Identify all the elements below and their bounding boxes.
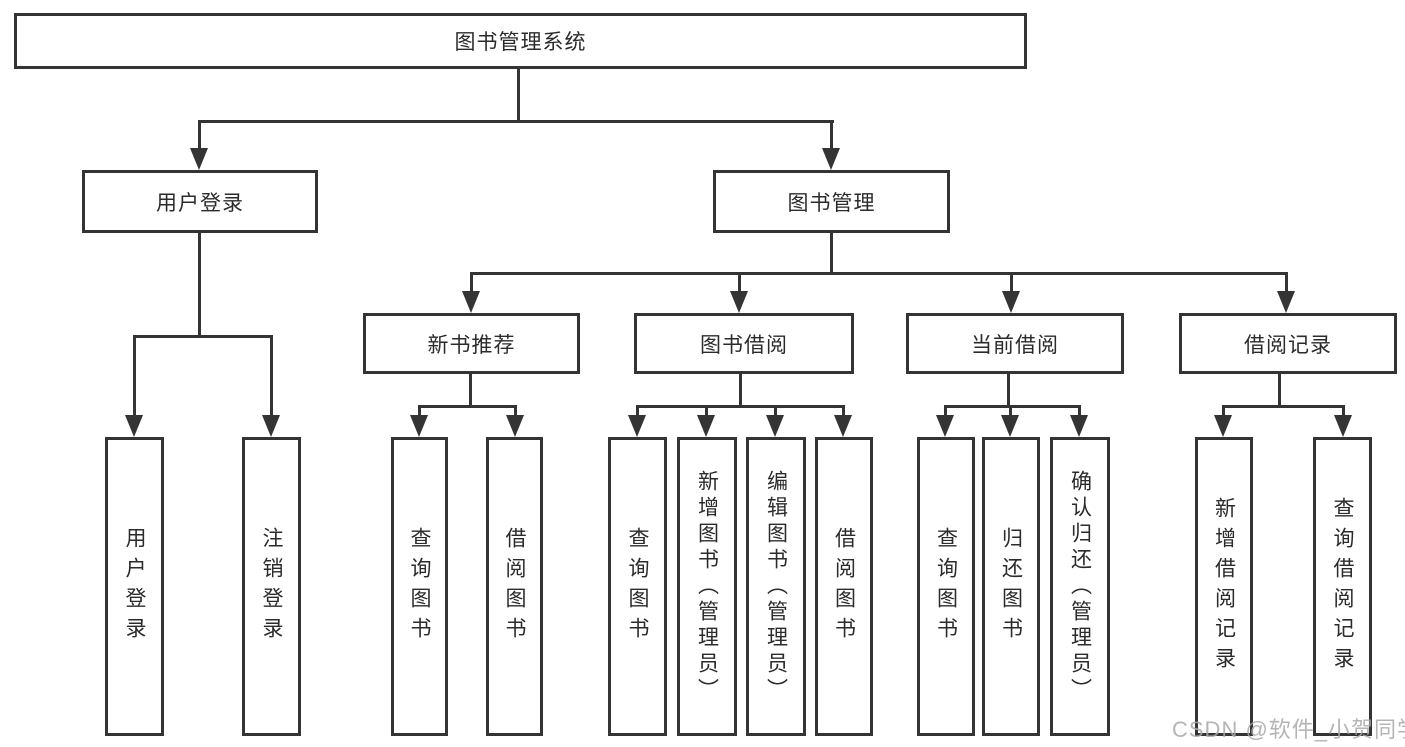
connector-new-books-vertical <box>469 374 472 407</box>
node-book-management: 图书管理 <box>713 170 950 233</box>
arrowhead-leaf-b1 <box>410 415 428 437</box>
connector-root-vertical <box>517 68 520 122</box>
node-current-borrow: 当前借阅 <box>906 313 1124 374</box>
node-borrow-records: 借阅记录 <box>1179 313 1397 374</box>
arrowhead-leaf-e2 <box>1334 415 1352 437</box>
connector-book-mgmt-vertical <box>830 233 833 274</box>
arrowhead-leaf-logout <box>262 415 280 437</box>
arrowhead-book-borrow <box>730 291 748 313</box>
arrowhead-leaf-d3 <box>1070 415 1088 437</box>
connector-leaf-c4-stem <box>842 405 845 419</box>
arrowhead-leaf-e1 <box>1214 415 1232 437</box>
leaf-add-book-admin-label: 新增图书（管理员） <box>695 469 719 704</box>
connector-leaf-d3-stem <box>1078 405 1081 419</box>
leaf-query-books-recommend: 查询图书 <box>391 437 448 736</box>
leaf-logout: 注销登录 <box>242 437 301 736</box>
connector-level3-horizontal <box>470 272 1288 275</box>
watermark: CSDN @软件_小贺同学 <box>1172 717 1405 742</box>
leaf-add-book-admin: 新增图书（管理员） <box>677 437 737 736</box>
leaf-return-book: 归还图书 <box>982 437 1040 736</box>
connector-new-books-split <box>418 405 517 408</box>
arrowhead-new-books <box>462 291 480 313</box>
arrowhead-borrow-records <box>1277 291 1295 313</box>
connector-leaf-c2-stem <box>705 405 708 419</box>
connector-leaf-logout-stem <box>270 335 273 419</box>
leaf-confirm-return-admin-label: 确认归还（管理员） <box>1068 469 1092 704</box>
connector-user-login-split <box>133 335 273 338</box>
connector-current-borrow-vertical <box>1007 374 1010 407</box>
arrowhead-leaf-login <box>125 415 143 437</box>
arrowhead-leaf-c3 <box>766 415 784 437</box>
node-new-book-recommend: 新书推荐 <box>363 313 580 374</box>
node-borrow-records-label: 借阅记录 <box>1244 333 1332 357</box>
arrowhead-leaf-b2 <box>506 415 524 437</box>
leaf-confirm-return-admin: 确认归还（管理员） <box>1050 437 1110 736</box>
leaf-borrow-book: 借阅图书 <box>815 437 873 736</box>
connector-book-borrow-split <box>636 405 845 408</box>
leaf-borrow-books-recommend: 借阅图书 <box>486 437 543 736</box>
arrowhead-leaf-c2 <box>697 415 715 437</box>
leaf-user-login-label: 用户登录 <box>123 526 146 647</box>
leaf-edit-book-admin: 编辑图书（管理员） <box>746 437 806 736</box>
connector-leaf-b1-stem <box>418 405 421 419</box>
node-new-book-recommend-label: 新书推荐 <box>427 333 516 357</box>
connector-book-borrow-vertical <box>739 374 742 407</box>
connector-leaf-d2-stem <box>1009 405 1012 419</box>
connector-user-login-stem <box>198 120 201 152</box>
node-book-management-label: 图书管理 <box>787 191 876 215</box>
node-user-login: 用户登录 <box>82 170 318 233</box>
node-root: 图书管理系统 <box>14 13 1027 69</box>
leaf-borrow-books-recommend-label: 借阅图书 <box>503 526 526 647</box>
node-book-borrow: 图书借阅 <box>634 313 854 374</box>
connector-leaf-c1-stem <box>636 405 639 419</box>
connector-user-login-vertical <box>198 233 201 337</box>
node-current-borrow-label: 当前借阅 <box>971 333 1059 357</box>
leaf-query-books-current: 查询图书 <box>917 437 975 736</box>
node-book-borrow-label: 图书借阅 <box>700 333 788 357</box>
leaf-query-borrow-record-label: 查询借阅记录 <box>1331 496 1354 677</box>
leaf-user-login: 用户登录 <box>105 437 164 736</box>
leaf-add-borrow-record-label: 新增借阅记录 <box>1212 496 1236 677</box>
leaf-return-book-label: 归还图书 <box>999 526 1023 647</box>
arrowhead-leaf-d2 <box>1001 415 1019 437</box>
leaf-query-books-borrow: 查询图书 <box>608 437 667 736</box>
connector-borrow-records-split <box>1222 405 1345 408</box>
leaf-logout-label: 注销登录 <box>260 526 283 647</box>
arrowhead-leaf-c1 <box>628 415 646 437</box>
connector-book-mgmt-stem <box>830 120 833 152</box>
connector-leaf-c3-stem <box>774 405 777 419</box>
leaf-borrow-book-label: 借阅图书 <box>832 526 856 647</box>
arrowhead-leaf-c4 <box>834 415 852 437</box>
connector-leaf-e2-stem <box>1342 405 1345 419</box>
leaf-query-borrow-record: 查询借阅记录 <box>1313 437 1372 736</box>
node-user-login-label: 用户登录 <box>156 191 244 215</box>
connector-leaf-b2-stem <box>514 405 517 419</box>
leaf-query-books-borrow-label: 查询图书 <box>626 526 649 647</box>
connector-current-borrow-split <box>944 405 1081 408</box>
connector-book-borrow-stem <box>738 272 741 296</box>
connector-new-books-stem <box>470 272 473 296</box>
arrowhead-user-login <box>190 148 208 170</box>
leaf-edit-book-admin-label: 编辑图书（管理员） <box>764 469 788 704</box>
arrowhead-current-borrow <box>1002 291 1020 313</box>
connector-borrow-records-vertical <box>1278 374 1281 407</box>
connector-leaf-e1-stem <box>1222 405 1225 419</box>
connector-leaf-d1-stem <box>944 405 947 419</box>
node-root-label: 图书管理系统 <box>454 31 587 54</box>
leaf-query-books-recommend-label: 查询图书 <box>408 526 431 647</box>
leaf-query-books-current-label: 查询图书 <box>934 526 958 647</box>
connector-leaf-login-stem <box>133 335 136 419</box>
arrowhead-book-mgmt <box>822 148 840 170</box>
connector-borrow-records-stem <box>1285 272 1288 296</box>
connector-current-borrow-stem <box>1010 272 1013 296</box>
leaf-add-borrow-record: 新增借阅记录 <box>1195 437 1253 736</box>
arrowhead-leaf-d1 <box>936 415 954 437</box>
connector-level2-horizontal <box>198 120 834 123</box>
